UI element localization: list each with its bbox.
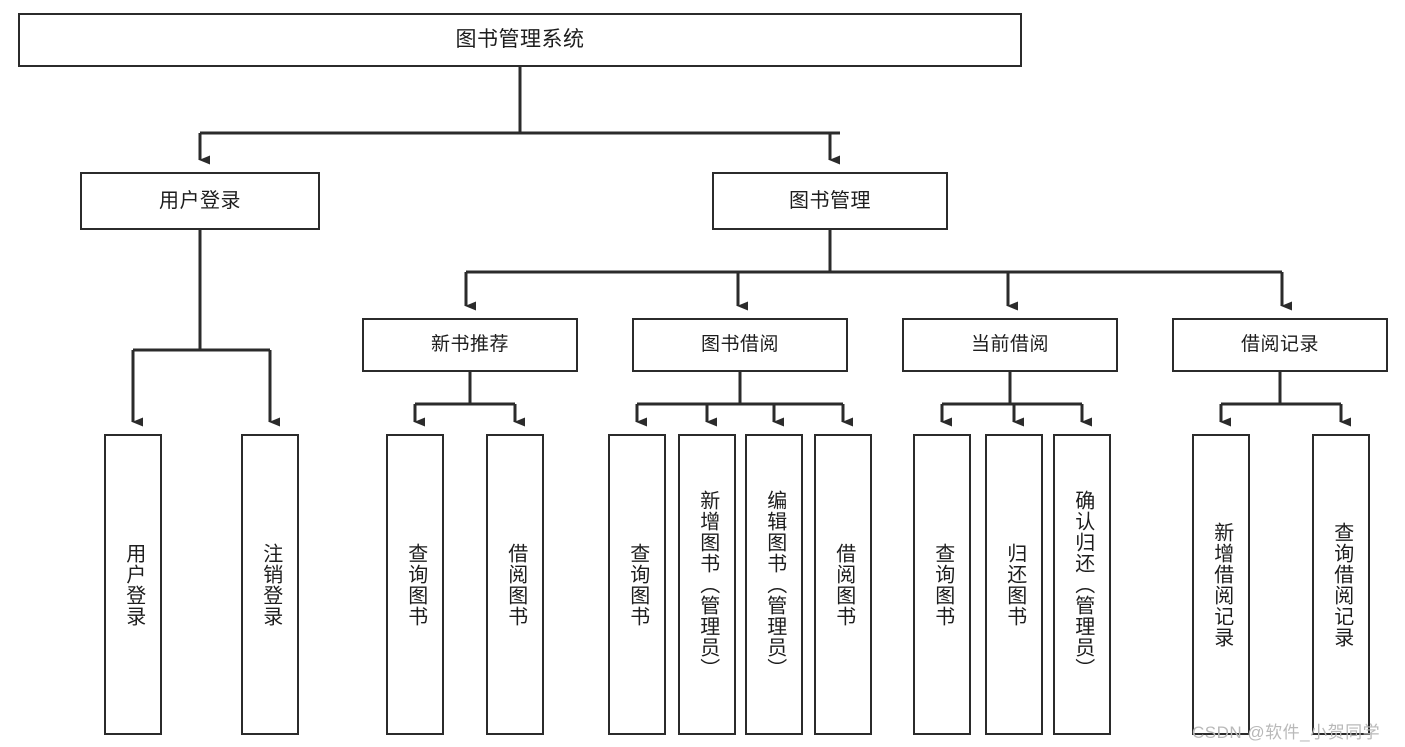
node-borrow-record-label: 借阅记录 bbox=[1240, 334, 1319, 356]
node-leaf-query-book-recommend-label: 查询图书 bbox=[404, 542, 427, 627]
node-leaf-user-login[interactable]: 用户登录 bbox=[104, 434, 162, 735]
node-root[interactable]: 图书管理系统 bbox=[18, 13, 1022, 67]
node-root-label: 图书管理系统 bbox=[455, 27, 585, 51]
node-leaf-return-book-label: 归还图书 bbox=[1003, 542, 1026, 627]
node-book-borrow[interactable]: 图书借阅 bbox=[632, 318, 848, 372]
node-leaf-user-logout[interactable]: 注销登录 bbox=[241, 434, 299, 735]
node-leaf-query-borrow-record[interactable]: 查询借阅记录 bbox=[1312, 434, 1370, 735]
node-leaf-borrow-book[interactable]: 借阅图书 bbox=[814, 434, 872, 735]
node-leaf-borrow-book-recommend-label: 借阅图书 bbox=[504, 542, 527, 627]
node-borrow-record[interactable]: 借阅记录 bbox=[1172, 318, 1388, 372]
node-leaf-user-login-label: 用户登录 bbox=[122, 542, 145, 627]
node-leaf-add-book[interactable]: 新增图书（管理员） bbox=[678, 434, 736, 735]
csdn-watermark: CSDN @软件_小贺同学 bbox=[1192, 723, 1381, 742]
node-book-manage-label: 图书管理 bbox=[789, 189, 871, 212]
node-leaf-query-book-current[interactable]: 查询图书 bbox=[913, 434, 971, 735]
node-new-book-recommend-label: 新书推荐 bbox=[430, 334, 509, 356]
node-user-login-label: 用户登录 bbox=[159, 189, 241, 212]
node-new-book-recommend[interactable]: 新书推荐 bbox=[362, 318, 578, 372]
node-leaf-return-book[interactable]: 归还图书 bbox=[985, 434, 1043, 735]
node-book-manage[interactable]: 图书管理 bbox=[712, 172, 948, 230]
node-book-borrow-label: 图书借阅 bbox=[700, 334, 779, 356]
node-leaf-query-borrow-record-label: 查询借阅记录 bbox=[1330, 521, 1353, 648]
node-leaf-query-book-current-label: 查询图书 bbox=[931, 542, 954, 627]
node-leaf-query-book-recommend[interactable]: 查询图书 bbox=[386, 434, 444, 735]
node-current-borrow-label: 当前借阅 bbox=[970, 334, 1049, 356]
node-leaf-confirm-return-label: 确认归还（管理员） bbox=[1071, 490, 1094, 679]
node-leaf-user-logout-label: 注销登录 bbox=[259, 542, 282, 627]
node-leaf-edit-book[interactable]: 编辑图书（管理员） bbox=[745, 434, 803, 735]
node-leaf-query-book-borrow[interactable]: 查询图书 bbox=[608, 434, 666, 735]
node-leaf-query-book-borrow-label: 查询图书 bbox=[626, 542, 649, 627]
node-leaf-add-book-label: 新增图书（管理员） bbox=[696, 490, 719, 679]
node-leaf-add-borrow-record-label: 新增借阅记录 bbox=[1210, 521, 1233, 648]
node-leaf-borrow-book-label: 借阅图书 bbox=[832, 542, 855, 627]
node-leaf-confirm-return[interactable]: 确认归还（管理员） bbox=[1053, 434, 1111, 735]
node-leaf-add-borrow-record[interactable]: 新增借阅记录 bbox=[1192, 434, 1250, 735]
node-leaf-edit-book-label: 编辑图书（管理员） bbox=[763, 490, 786, 679]
node-leaf-borrow-book-recommend[interactable]: 借阅图书 bbox=[486, 434, 544, 735]
node-current-borrow[interactable]: 当前借阅 bbox=[902, 318, 1118, 372]
node-user-login[interactable]: 用户登录 bbox=[80, 172, 320, 230]
